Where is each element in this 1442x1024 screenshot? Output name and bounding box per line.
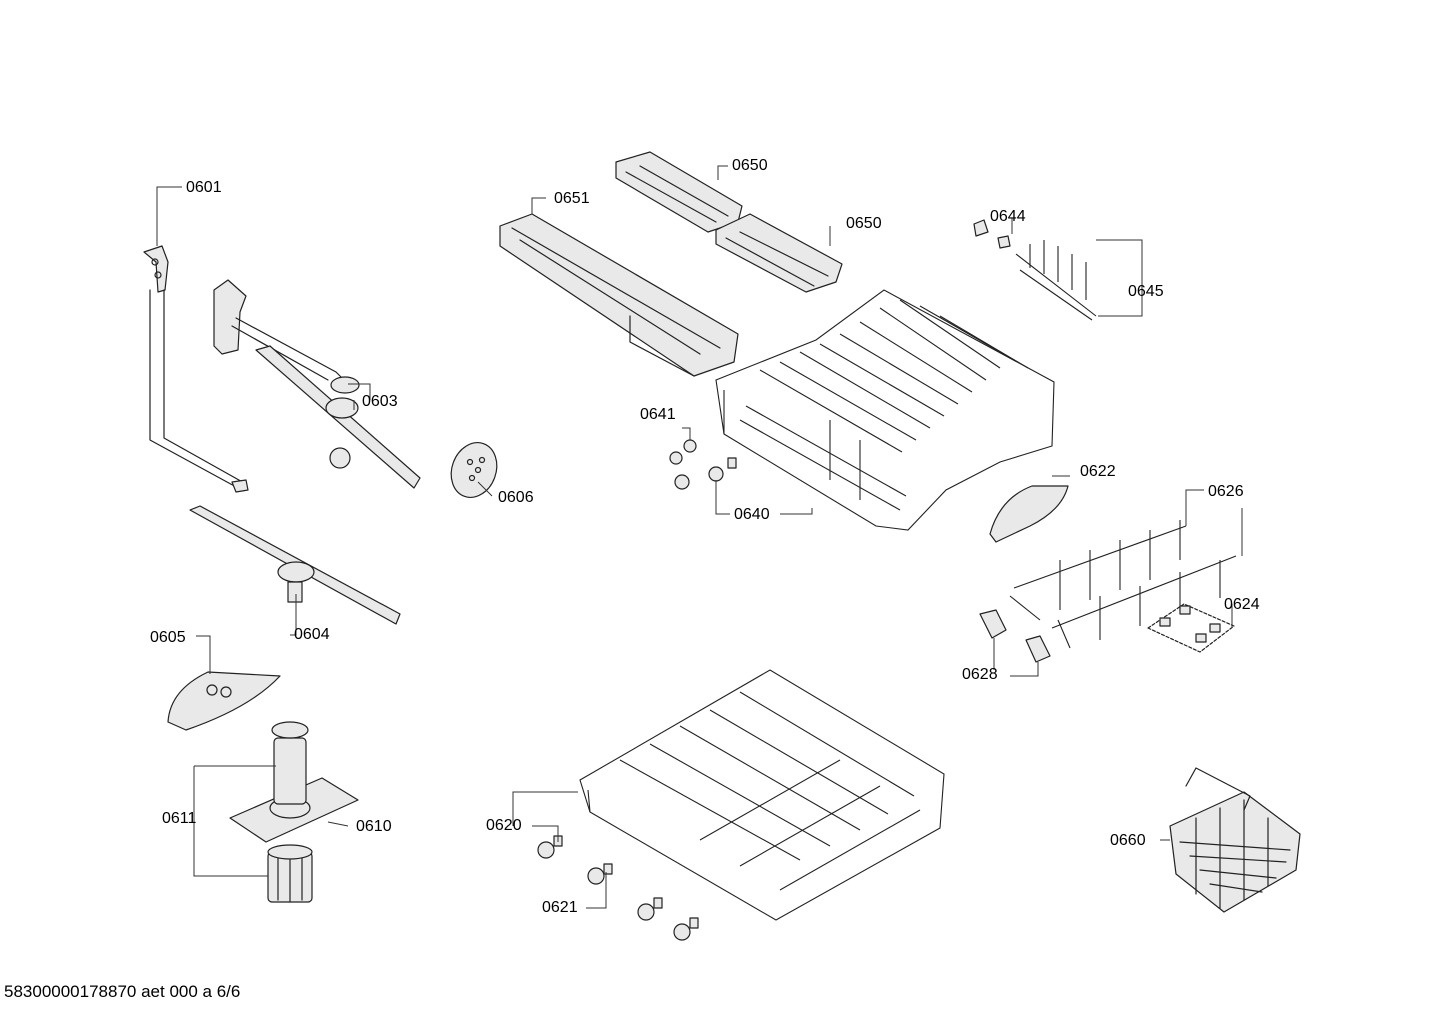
label-0641: 0641 xyxy=(640,406,676,423)
label-0651: 0651 xyxy=(554,190,590,207)
part-0640-upper-basket xyxy=(715,289,1055,531)
part-0641-basket-wheels xyxy=(669,439,737,490)
part-0650-rack-insert-lower xyxy=(715,213,843,293)
part-0628-holders xyxy=(979,609,1051,663)
label-0620: 0620 xyxy=(486,817,522,834)
leader-lines xyxy=(156,165,1243,909)
part-0660-cutlery-basket xyxy=(1169,767,1301,913)
part-0610-0611-filter-assembly xyxy=(229,721,359,903)
part-0650-rack-insert-upper xyxy=(615,151,743,233)
part-0606-filter-disc xyxy=(450,442,498,498)
label-0601: 0601 xyxy=(186,179,222,196)
label-0603: 0603 xyxy=(362,393,398,410)
label-0640: 0640 xyxy=(734,506,770,523)
label-0604: 0604 xyxy=(294,626,330,643)
label-0622: 0622 xyxy=(1080,463,1116,480)
label-0645: 0645 xyxy=(1128,283,1164,300)
part-0601-supply-pipe xyxy=(143,245,249,493)
label-0626: 0626 xyxy=(1208,483,1244,500)
label-0650-top: 0650 xyxy=(732,157,768,174)
label-0606: 0606 xyxy=(498,489,534,506)
part-0644-clips xyxy=(973,219,1011,249)
label-0628: 0628 xyxy=(962,666,998,683)
label-0610: 0610 xyxy=(356,818,392,835)
part-0603-upper-spray-arm xyxy=(213,279,421,489)
part-0626-folding-tines xyxy=(1009,520,1237,649)
part-0651-cutlery-tray xyxy=(499,213,739,377)
part-0605-fine-filter xyxy=(167,671,281,731)
label-0644: 0644 xyxy=(990,208,1026,225)
document-footer-id: 58300000178870 aet 000 a 6/6 xyxy=(4,982,241,1001)
label-0605: 0605 xyxy=(150,629,186,646)
label-0624: 0624 xyxy=(1224,596,1260,613)
part-0622-handle xyxy=(989,485,1069,543)
label-0650-bottom: 0650 xyxy=(846,215,882,232)
part-0620-lower-basket xyxy=(579,669,945,921)
label-0660: 0660 xyxy=(1110,832,1146,849)
part-0624-clips xyxy=(1147,603,1235,653)
label-0621: 0621 xyxy=(542,899,578,916)
part-0621-basket-wheels xyxy=(537,835,699,941)
part-0645-tine-row xyxy=(1015,240,1097,321)
label-0611: 0611 xyxy=(162,810,197,827)
part-0604-lower-spray-arm xyxy=(189,505,401,625)
